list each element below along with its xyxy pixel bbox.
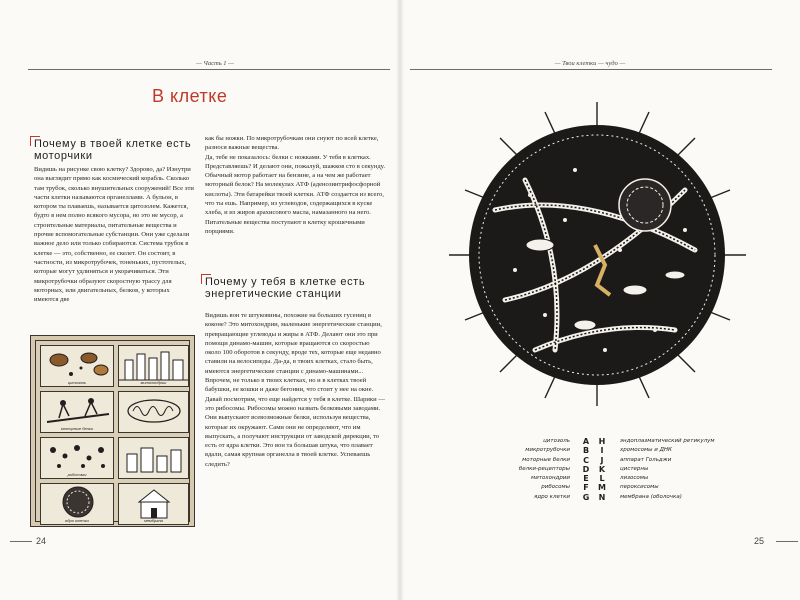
cell-membrane — [469, 125, 725, 385]
legend-item: ядро клетки — [533, 493, 570, 500]
legend-item: белки-рецепторы — [518, 465, 570, 472]
membrane-dots — [478, 134, 716, 376]
section-heading-text: Почему у тебя в клетке есть энергетическ… — [205, 276, 366, 300]
cell-legend: цитозоль микротрубочки моторные белки бе… — [470, 437, 740, 529]
tile-nucleus: ядро клетки — [40, 483, 114, 525]
mitochondrion-drawing — [127, 399, 181, 423]
ribosomes-drawing — [50, 445, 105, 468]
cytosol-drawing — [49, 352, 109, 376]
page-number-left: 24 — [36, 536, 47, 546]
legend-letter: J — [600, 455, 604, 465]
cell-illustration — [449, 102, 746, 406]
ribosomes — [513, 168, 687, 352]
legend-item: пероксисомы — [620, 484, 659, 491]
tile-mitochondrion — [118, 391, 189, 433]
tile-label: цитозоль — [67, 380, 87, 385]
mitochondria — [525, 238, 686, 331]
legend-letter: D — [582, 464, 590, 474]
legend-item: рибосомы — [541, 484, 570, 491]
legend-letter: H — [598, 437, 606, 446]
factory-drawing — [119, 351, 188, 381]
legend-letter: C — [583, 455, 589, 465]
paragraph: Да, тебе не показалось: белки с ножками.… — [205, 153, 385, 235]
paragraph: как бы ножки. По микротрубочкам они сную… — [205, 135, 379, 152]
legend-item: эндоплазматический ретикулум — [620, 438, 715, 444]
running-head-left: — Часть 1 — — [196, 60, 234, 67]
legend-letters-b: H I J K L M N — [596, 437, 608, 502]
city-drawing — [126, 447, 182, 473]
legend-letter: M — [598, 483, 606, 493]
paragraph: Видишь на рисунке свою клетку? Здорово, … — [34, 166, 194, 304]
legend-letter: E — [583, 474, 589, 484]
tile-label: мембрана — [144, 518, 163, 523]
legend-item: митохондрии — [531, 475, 570, 482]
legend-letter: K — [598, 464, 606, 474]
legend-letter: I — [600, 446, 604, 456]
text-column-left: Видишь на рисунке свою клетку? Здорово, … — [34, 165, 194, 304]
legend-letter: L — [599, 474, 605, 484]
nucleus-drawing — [62, 486, 94, 518]
tile-motor-proteins: моторные белки — [40, 391, 114, 433]
header-rule-right — [410, 69, 772, 70]
legend-item: лизосомы — [620, 475, 649, 482]
tile-label: рибосомы — [67, 472, 87, 477]
tile-mitochondria-factory: митохондрии — [118, 345, 189, 387]
running-head-right: — Твои клетки — чудо — — [554, 60, 626, 67]
tile-membrane: мембрана — [118, 483, 189, 525]
legend-letter: A — [582, 437, 590, 446]
legend-item: микротрубочки — [525, 447, 570, 454]
microtubules-inner — [494, 179, 696, 351]
legend-item: аппарат Гольджи — [620, 456, 672, 463]
legend-item: моторные белки — [522, 456, 570, 463]
page-number-rule-left — [10, 541, 32, 542]
legend-letter: B — [582, 446, 590, 456]
motor-proteins-drawing — [46, 398, 110, 423]
book-gutter — [396, 0, 404, 600]
header-rule-left — [28, 69, 390, 70]
tile-label: моторные белки — [61, 426, 93, 431]
tile-label: митохондрии — [140, 380, 167, 385]
legend-item: цитозоль — [543, 438, 570, 444]
legend-item: мембрана (оболочка) — [620, 493, 682, 500]
legend-letter: G — [582, 492, 590, 502]
tile-ribosomes: рибосомы — [40, 437, 114, 479]
text-column-middle-top: как бы ножки. По микротрубочкам они сную… — [205, 134, 385, 236]
text-column-middle-bottom: Видишь вон те штуковины, похожие на боль… — [205, 311, 385, 469]
legend-letter: F — [583, 483, 589, 493]
paragraph: Давай посмотрим, что еще найдется у тебя… — [205, 395, 385, 468]
paragraph: Видишь вон те штуковины, похожие на боль… — [205, 312, 382, 394]
legend-item: цистерны — [620, 465, 649, 472]
illustration-frame: цитозоль митохондрии моторные белки — [35, 340, 190, 525]
legend-right-column: эндоплазматический ретикулум хромосомы и… — [620, 437, 740, 502]
legend-letter: N — [598, 492, 606, 502]
heading-bracket-icon — [201, 274, 211, 284]
nucleus-inner — [626, 186, 664, 224]
legend-item: хромосомы и ДНК — [620, 447, 672, 454]
tile-label: ядро клетки — [65, 518, 89, 523]
house-drawing — [137, 489, 171, 519]
section-heading-text: Почему в твоей клетке есть моторчики — [34, 138, 192, 162]
tile-cytosol: цитозоль — [40, 345, 114, 387]
legend-left-column: цитозоль микротрубочки моторные белки бе… — [470, 437, 570, 502]
page-number-rule-right — [776, 541, 798, 542]
motor-protein — [593, 244, 612, 297]
section-heading-power: Почему у тебя в клетке есть энергетическ… — [201, 274, 385, 300]
heading-bracket-icon — [30, 136, 40, 146]
legend-letters-a: A B C D E F G — [580, 437, 592, 502]
page-number-right: 25 — [754, 536, 765, 546]
section-heading-motors: Почему в твоей клетке есть моторчики — [30, 136, 196, 162]
tile-city — [118, 437, 189, 479]
chapter-title: В клетке — [152, 86, 228, 106]
organelle-grid-illustration: цитозоль митохондрии моторные белки — [30, 335, 195, 527]
